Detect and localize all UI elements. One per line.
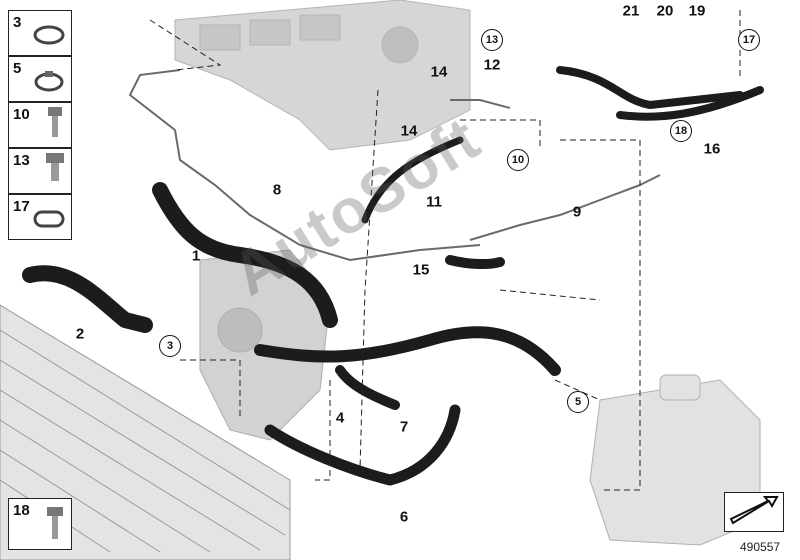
hex-bolt-short-icon [43, 151, 67, 190]
expansion-tank-illustration [589, 374, 761, 546]
circled-callout-18: 18 [670, 120, 692, 142]
radiator-illustration [0, 304, 291, 560]
legend-number: 17 [13, 198, 30, 215]
callout-12: 12 [483, 56, 501, 74]
callout-15: 15 [412, 261, 430, 279]
legend-item: 10 [8, 102, 72, 148]
callout-4: 4 [335, 409, 345, 427]
circled-callout-5: 5 [567, 391, 589, 413]
legend-number: 13 [13, 152, 30, 169]
hex-bolt-icon [43, 105, 67, 144]
legend-item: 3 [8, 10, 72, 56]
orientation-box [724, 492, 784, 532]
engine-block-illustration [174, 0, 471, 151]
callout-14-upper: 14 [430, 63, 448, 81]
circled-callout-10: 10 [507, 149, 529, 171]
callout-19: 19 [688, 2, 706, 20]
circled-callout-17: 17 [738, 29, 760, 51]
callout-14-lower: 14 [400, 122, 418, 140]
collar-bolt-icon [43, 505, 67, 546]
callout-1: 1 [191, 247, 201, 265]
legend-item: 13 [8, 148, 72, 194]
band-clamp-icon [31, 207, 67, 236]
callout-9: 9 [572, 203, 582, 221]
legend-number: 18 [13, 502, 30, 519]
circled-callout-3: 3 [159, 335, 181, 357]
callout-7: 7 [399, 418, 409, 436]
circled-callout-13: 13 [481, 29, 503, 51]
spring-clamp-icon [31, 69, 67, 98]
legend-number: 5 [13, 60, 22, 77]
legend-item: 17 [8, 194, 72, 240]
callout-16: 16 [703, 140, 721, 158]
callout-2: 2 [75, 325, 85, 343]
diagram-number: 490557 [740, 540, 781, 554]
leader-lines [149, 10, 741, 491]
callout-11: 11 [426, 193, 442, 211]
callout-8: 8 [272, 181, 282, 199]
hose-clamp-icon [31, 23, 67, 52]
direction-arrow-icon [725, 496, 782, 534]
legend-number: 3 [13, 14, 22, 31]
callout-6: 6 [399, 508, 409, 526]
callout-21: 21 [622, 2, 640, 20]
pipe-lines [128, 69, 661, 262]
legend-item: 18 [8, 498, 72, 550]
legend-number: 10 [13, 106, 30, 123]
legend-item: 5 [8, 56, 72, 102]
hose-lines [22, 66, 764, 486]
callout-20: 20 [656, 2, 674, 20]
